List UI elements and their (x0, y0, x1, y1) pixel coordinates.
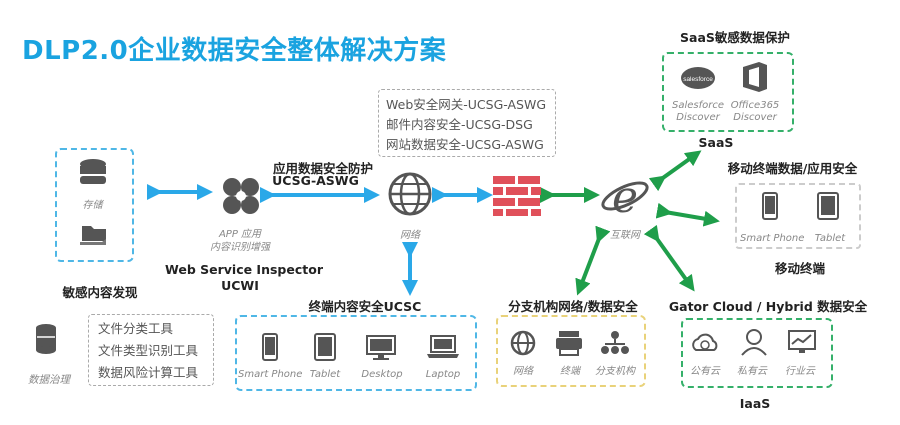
endpoint-desktop-label: Desktop (361, 369, 403, 380)
database-cylinder-icon (35, 323, 57, 359)
branch-network-label: 网络 (513, 366, 533, 377)
internet-explorer-icon: e (600, 172, 650, 224)
governance-box (88, 314, 214, 386)
desktop-icon (366, 335, 396, 365)
inspector-name-2: UCWI (221, 278, 259, 293)
governance-item: 文件类型识别工具 (98, 343, 199, 358)
office365-label-2: Discover (733, 112, 777, 123)
endpoint-laptop-label: Laptop (425, 369, 461, 380)
gateway-list-item: Web安全网关-UCSG-ASWG (386, 97, 547, 112)
gateway-label-1: 应用数据安全防护 (272, 161, 373, 176)
governance-label: 数据治理 (28, 374, 70, 386)
folder-hand-icon (78, 222, 108, 254)
arrow-internet-branch (575, 225, 611, 296)
smartphone-icon (762, 192, 778, 224)
smartphone-icon (262, 333, 278, 365)
svg-text:salesforce: salesforce (683, 76, 713, 83)
database-icon (78, 158, 108, 192)
mobile-header: 移动终端数据/应用安全 (727, 161, 858, 176)
public-cloud-icon (690, 330, 720, 360)
storage-label: 存储 (82, 200, 103, 211)
inspector-name-1: Web Service Inspector (165, 262, 323, 277)
svg-text:e: e (612, 172, 638, 223)
app-inspector-icon (220, 175, 262, 221)
saas-footer: SaaS (698, 135, 734, 150)
internet-label: 互联网 (610, 230, 640, 241)
arrow-internet-iaas (643, 224, 695, 292)
gateway-label-2: UCSG-ASWG (272, 173, 359, 188)
endpoint-header: 终端内容安全UCSC (308, 299, 422, 314)
terminal-icon (555, 330, 583, 360)
gateway-list-item: 邮件内容安全-UCSG-DSG (386, 117, 533, 132)
mobile-phone-label: Smart Phone (740, 233, 805, 244)
mobile-footer: 移动终端 (774, 261, 825, 276)
discovery-label: 敏感内容发现 (62, 285, 138, 300)
arrow-internet-saas (648, 150, 702, 192)
endpoint-box (235, 315, 477, 391)
iaas-header: Gator Cloud / Hybrid 数据安全 (668, 299, 868, 314)
app-label-1: APP 应用 (218, 229, 262, 240)
iaas-box (681, 318, 833, 388)
branch-terminal-label: 终端 (560, 366, 580, 377)
office365-icon (741, 61, 769, 97)
globe-icon (388, 172, 432, 220)
mobile-box (735, 183, 861, 249)
app-label-2: 内容识别增强 (210, 242, 270, 253)
org-chart-icon (601, 330, 629, 360)
governance-item: 数据风险计算工具 (98, 365, 199, 380)
network-label: 网络 (400, 230, 420, 241)
branch-header: 分支机构网络/数据安全 (508, 299, 638, 314)
industry-cloud-icon (787, 330, 817, 360)
governance-item: 文件分类工具 (98, 321, 174, 336)
branch-box (496, 315, 646, 387)
firewall-icon (493, 176, 541, 220)
gateway-list-item: 网站数据安全-UCSG-ASWG (386, 137, 544, 152)
storage-box (55, 148, 134, 262)
iaas-footer: IaaS (739, 396, 771, 411)
endpoint-phone-label: Smart Phone (238, 369, 303, 380)
iaas-private-label: 私有云 (737, 366, 767, 377)
salesforce-icon: salesforce (680, 64, 716, 94)
laptop-icon (427, 335, 459, 363)
mobile-tablet-label: Tablet (814, 233, 846, 244)
page-title: DLP2.0企业数据安全整体解决方案 (22, 36, 447, 66)
salesforce-label-1: Salesforce (671, 100, 725, 111)
endpoint-tablet-label: Tablet (309, 369, 341, 380)
saas-header: SaaS敏感数据保护 (680, 30, 790, 45)
saas-box (662, 52, 794, 132)
iaas-public-label: 公有云 (690, 366, 720, 377)
office365-label-1: Office365 (730, 100, 780, 111)
iaas-industry-label: 行业云 (785, 366, 815, 377)
arrow-internet-mobile (655, 202, 720, 227)
gateway-list-box (378, 89, 556, 157)
branch-branch-label: 分支机构 (595, 366, 635, 377)
salesforce-label-2: Discover (676, 112, 720, 123)
private-cloud-icon (740, 328, 768, 360)
globe-icon (510, 330, 536, 360)
tablet-icon (817, 192, 839, 224)
tablet-icon (314, 333, 336, 365)
